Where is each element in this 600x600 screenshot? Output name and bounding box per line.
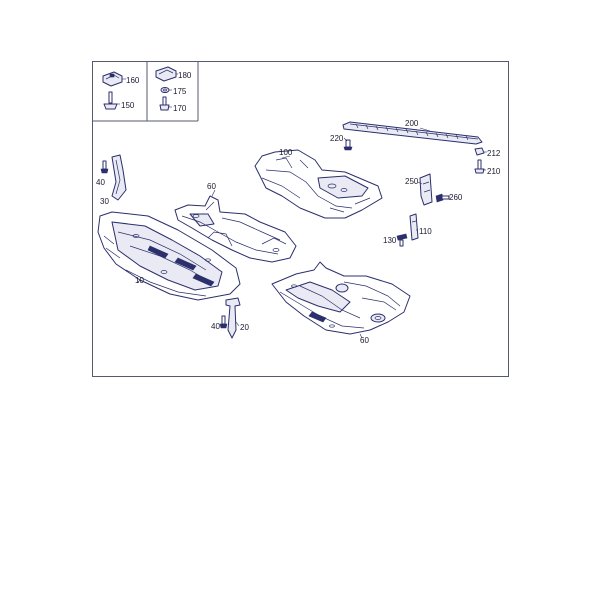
- callout-60-upper: 60: [207, 182, 216, 191]
- screw-260[interactable]: [435, 193, 450, 203]
- callout-200: 200: [405, 119, 419, 128]
- callout-260: 260: [449, 193, 463, 202]
- callout-170: 170: [173, 104, 187, 113]
- bolt-220[interactable]: [343, 139, 353, 151]
- washer-175[interactable]: [160, 87, 170, 93]
- callout-10: 10: [135, 276, 144, 285]
- callout-20: 20: [240, 323, 249, 332]
- nut-212[interactable]: [474, 147, 485, 156]
- callout-60-lower: 60: [360, 336, 369, 345]
- screw-130[interactable]: [396, 233, 408, 247]
- fastener-inset-boxes: [92, 62, 199, 122]
- callout-40-lower: 40: [211, 322, 220, 331]
- callout-110: 110: [419, 227, 432, 236]
- screw-40-upper[interactable]: [100, 160, 109, 174]
- cross-strut-200[interactable]: [342, 121, 483, 145]
- callout-180: 180: [178, 71, 192, 80]
- callout-210: 210: [487, 167, 501, 176]
- side-panel-60-lower[interactable]: [271, 261, 411, 335]
- screw-150[interactable]: [103, 91, 118, 110]
- callout-labels: 160 150 180 175 170 200 220 212 210 100 …: [96, 71, 501, 345]
- bracket-250[interactable]: [419, 173, 433, 206]
- engine-cover-panel-100[interactable]: [254, 149, 383, 219]
- diagram-frame: [92, 61, 509, 377]
- callout-175: 175: [173, 87, 187, 96]
- clip-nut-180[interactable]: [155, 66, 177, 82]
- callout-220: 220: [330, 134, 344, 143]
- callout-30: 30: [100, 197, 109, 206]
- clip-nut-160[interactable]: [102, 71, 123, 87]
- callout-160: 160: [126, 76, 140, 85]
- bracket-110[interactable]: [409, 213, 419, 241]
- bolt-210[interactable]: [474, 159, 485, 174]
- callout-250: 250: [405, 177, 419, 186]
- callout-100: 100: [279, 148, 293, 157]
- callout-40-upper: 40: [96, 178, 105, 187]
- screw-40-lower[interactable]: [219, 315, 228, 329]
- screw-170[interactable]: [159, 96, 170, 111]
- bracket-30[interactable]: [111, 154, 127, 201]
- callout-212: 212: [487, 149, 501, 158]
- callout-130: 130: [383, 236, 397, 245]
- callout-150: 150: [121, 101, 135, 110]
- bracket-20[interactable]: [225, 297, 241, 339]
- side-panel-60-upper[interactable]: [174, 195, 297, 263]
- underbody-panel-10[interactable]: [97, 211, 241, 301]
- leader-lines: [114, 73, 487, 339]
